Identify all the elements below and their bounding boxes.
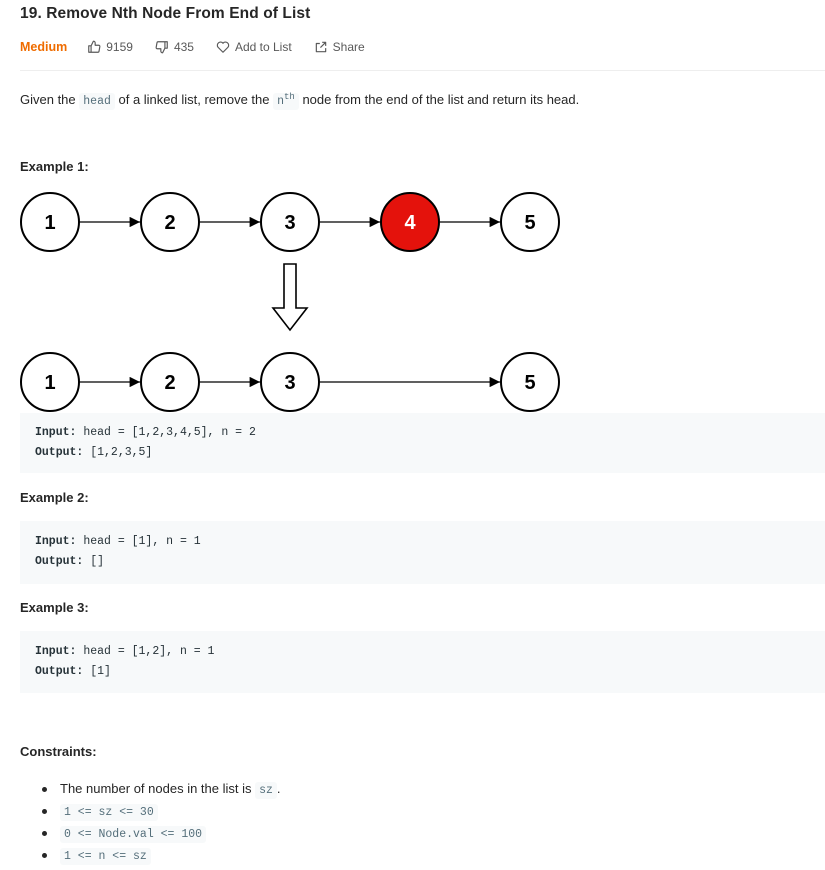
example-1-code: Input: head = [1,2,3,4,5], n = 2 Output:… xyxy=(20,413,825,473)
after-node-2: 2 xyxy=(140,352,200,412)
after-node-1: 1 xyxy=(20,352,80,412)
desc-n-sup: th xyxy=(284,92,295,102)
example-3-output: Output: [1] xyxy=(35,662,825,682)
constraint-item: 0 <= Node.val <= 100 xyxy=(20,822,281,844)
constraint-item: 1 <= n <= sz xyxy=(20,844,281,866)
example-2-input: Input: head = [1], n = 1 xyxy=(35,532,825,552)
before-node-1: 1 xyxy=(20,192,80,252)
example-2-output-value: [] xyxy=(83,555,105,568)
example-2-heading: Example 2: xyxy=(20,490,89,505)
example-3-heading: Example 3: xyxy=(20,600,89,615)
after-node-1-label: 1 xyxy=(44,372,55,394)
before-node-2: 2 xyxy=(140,192,200,252)
example-3-output-label: Output: xyxy=(35,665,84,678)
constraint-1-code: sz xyxy=(255,782,277,799)
example-2-code: Input: head = [1], n = 1 Output: [] xyxy=(20,521,825,584)
constraint-4-code: 1 <= n <= sz xyxy=(60,848,151,865)
constraint-2-code: 1 <= sz <= 30 xyxy=(60,804,158,821)
before-node-2-label: 2 xyxy=(164,212,175,234)
removed-node: 4 xyxy=(380,192,440,252)
header-divider xyxy=(20,70,825,71)
constraint-item: 1 <= sz <= 30 xyxy=(20,800,281,822)
down-arrow-icon xyxy=(271,263,309,332)
after-node-5: 5 xyxy=(500,352,560,412)
share-icon xyxy=(315,41,326,53)
before-node-5: 5 xyxy=(500,192,560,252)
example-1-input-value: head = [1,2,3,4,5], n = 2 xyxy=(76,426,256,439)
like-count: 9159 xyxy=(106,40,133,54)
example-1-output-label: Output: xyxy=(35,446,84,459)
after-node-5-label: 5 xyxy=(524,372,535,394)
before-node-3-label: 3 xyxy=(284,212,295,234)
example-1-input-label: Input: xyxy=(35,426,77,439)
after-node-2-label: 2 xyxy=(164,372,175,394)
like-button[interactable]: 9159 xyxy=(87,40,133,54)
example-3-input-label: Input: xyxy=(35,645,77,658)
example-1-heading: Example 1: xyxy=(20,159,89,174)
dislike-button[interactable]: 435 xyxy=(155,40,194,54)
constraint-1-prefix: The number of nodes in the list is xyxy=(60,781,256,796)
desc-suffix: node from the end of the list and return… xyxy=(298,91,580,107)
problem-meta-bar: Medium 9159 435 Add to List Share xyxy=(20,38,387,56)
after-list: 1 2 3 5 xyxy=(20,352,560,412)
before-node-1-label: 1 xyxy=(44,212,55,234)
desc-prefix: Given the xyxy=(20,91,80,107)
difficulty-badge: Medium xyxy=(20,40,68,54)
constraints-heading: Constraints: xyxy=(20,744,97,759)
add-to-list-label: Add to List xyxy=(234,40,292,54)
after-node-3: 3 xyxy=(260,352,320,412)
example-3-output-value: [1] xyxy=(83,665,111,678)
example-3-input: Input: head = [1,2], n = 1 xyxy=(35,642,825,662)
example-1-output: Output: [1,2,3,5] xyxy=(35,443,825,463)
example-2-output: Output: [] xyxy=(35,552,825,572)
constraint-item: The number of nodes in the list is sz. xyxy=(20,778,281,800)
after-node-3-label: 3 xyxy=(284,372,295,394)
example-3-code: Input: head = [1,2], n = 1 Output: [1] xyxy=(20,631,825,693)
example-1-output-value: [1,2,3,5] xyxy=(83,446,153,459)
constraints-list: The number of nodes in the list is sz. 1… xyxy=(20,778,281,866)
problem-title: 19. Remove Nth Node From End of List xyxy=(20,5,311,22)
before-node-3: 3 xyxy=(260,192,320,252)
share-button[interactable]: Share xyxy=(314,40,365,54)
desc-n-base: n xyxy=(277,94,285,108)
before-list: 1 2 3 4 5 xyxy=(20,192,560,252)
example-2-input-label: Input: xyxy=(35,535,77,548)
example-1-diagram: 1 2 3 4 5 1 2 xyxy=(20,192,560,412)
before-node-5-label: 5 xyxy=(524,212,535,234)
removed-node-label: 4 xyxy=(404,212,416,234)
desc-code-n: nth xyxy=(273,92,299,110)
example-1-input: Input: head = [1,2,3,4,5], n = 2 xyxy=(35,423,825,443)
constraint-1-suffix: . xyxy=(276,781,281,796)
thumbs-up-icon xyxy=(88,40,101,53)
constraint-3-code: 0 <= Node.val <= 100 xyxy=(60,826,207,843)
add-to-list-button[interactable]: Add to List xyxy=(216,40,292,54)
desc-middle: of a linked list, remove the xyxy=(114,91,274,107)
desc-code-head: head xyxy=(79,92,115,110)
example-2-input-value: head = [1], n = 1 xyxy=(76,535,201,548)
heart-icon xyxy=(216,41,230,53)
example-2-output-label: Output: xyxy=(35,555,84,568)
example-3-input-value: head = [1,2], n = 1 xyxy=(76,645,215,658)
dislike-count: 435 xyxy=(173,40,194,54)
problem-description: Given the head of a linked list, remove … xyxy=(20,88,579,111)
thumbs-down-icon xyxy=(155,41,168,54)
share-label: Share xyxy=(332,40,365,54)
